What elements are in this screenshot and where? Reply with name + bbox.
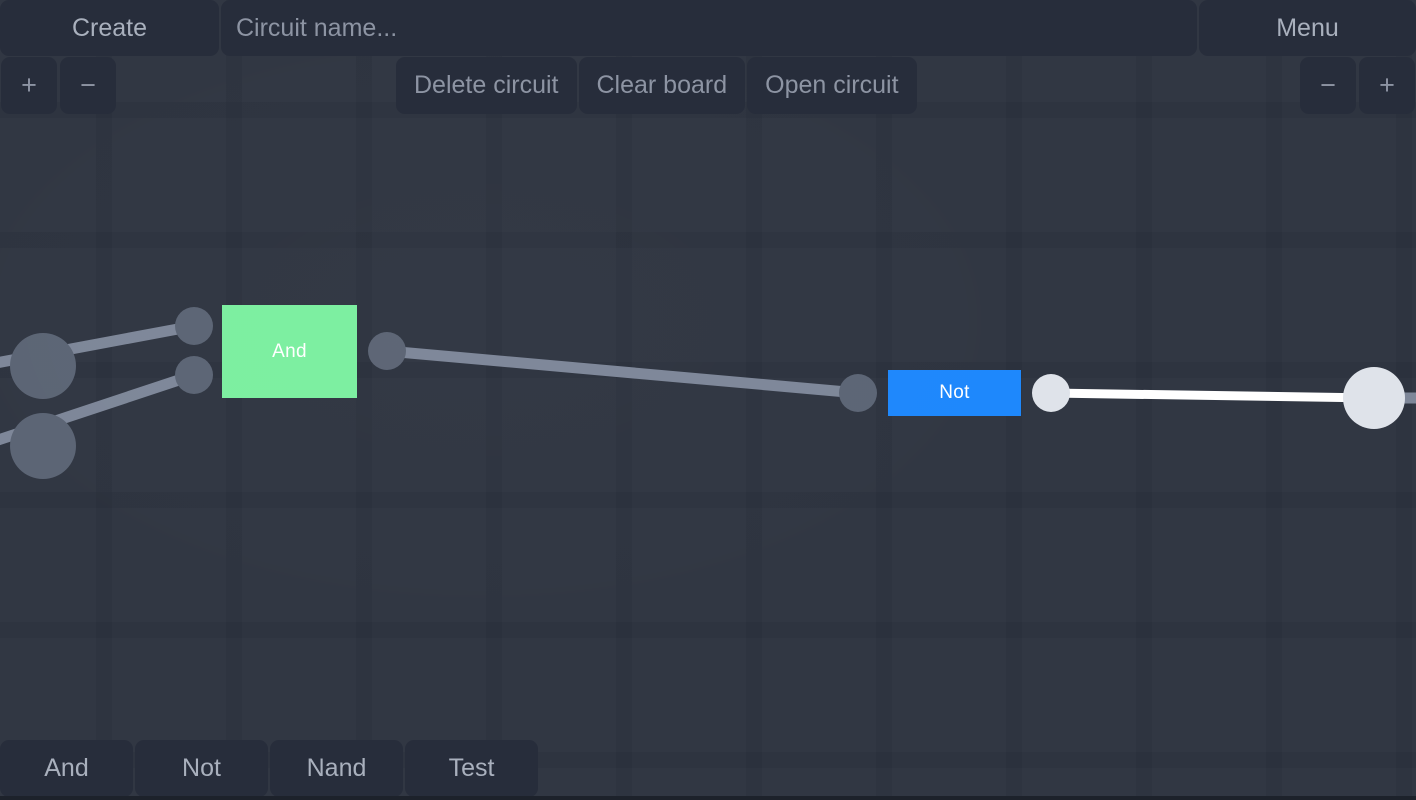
not-gate[interactable]: Not	[888, 370, 1021, 416]
zoom-in-icon[interactable]: +	[1, 57, 57, 114]
menu-button[interactable]: Menu	[1199, 0, 1416, 56]
and-gate[interactable]: And	[222, 305, 357, 398]
not-output[interactable]	[1032, 374, 1070, 412]
palette-item-not[interactable]: Not	[135, 740, 268, 797]
create-button[interactable]: Create	[0, 0, 219, 56]
and-input-top[interactable]	[175, 307, 213, 345]
palette-item-and[interactable]: And	[0, 740, 133, 797]
and-output[interactable]	[368, 332, 406, 370]
open-circuit-button[interactable]: Open circuit	[747, 57, 917, 114]
bottom-edge	[0, 796, 1416, 800]
zoom-out-right-icon[interactable]: −	[1300, 57, 1356, 114]
and-gate-label: And	[272, 340, 307, 362]
wire-not-to-output[interactable]	[1050, 388, 1375, 403]
circuit-name-input[interactable]	[221, 0, 1197, 56]
output-node[interactable]	[1343, 367, 1405, 429]
clear-board-button[interactable]: Clear board	[578, 57, 746, 114]
input-node-a[interactable]	[10, 333, 76, 399]
delete-circuit-button[interactable]: Delete circuit	[396, 57, 577, 114]
zoom-out-icon[interactable]: −	[60, 57, 116, 114]
palette-item-test[interactable]: Test	[405, 740, 538, 797]
and-input-bottom[interactable]	[175, 356, 213, 394]
wire-and-to-not[interactable]	[386, 345, 859, 399]
zoom-in-right-icon[interactable]: +	[1359, 57, 1415, 114]
input-node-b[interactable]	[10, 413, 76, 479]
top-toolbar: Create Menu	[0, 0, 1416, 56]
not-input[interactable]	[839, 374, 877, 412]
not-gate-label: Not	[939, 382, 970, 403]
palette-item-nand[interactable]: Nand	[270, 740, 403, 797]
